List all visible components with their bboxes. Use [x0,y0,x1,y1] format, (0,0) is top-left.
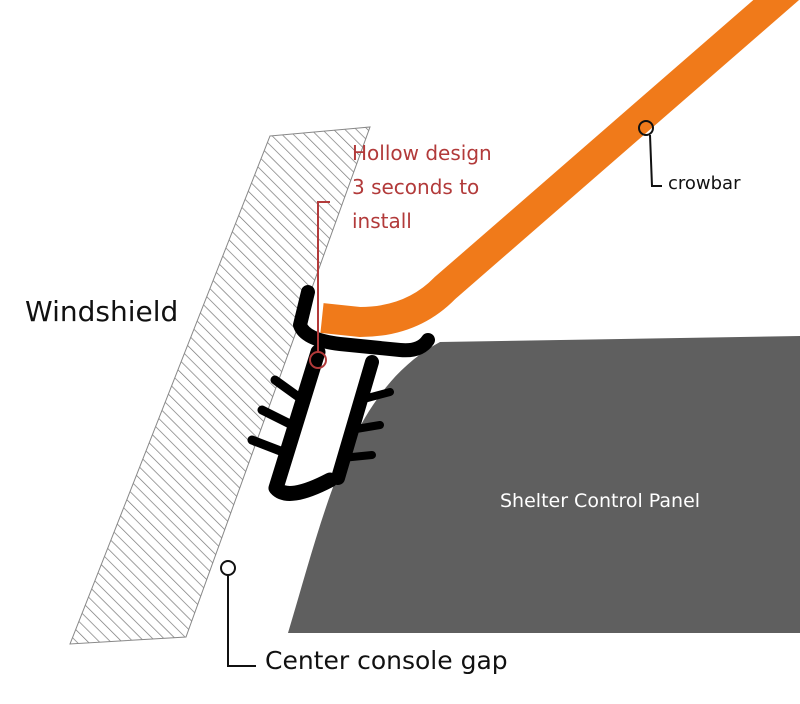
control-panel-shape [288,336,800,633]
crowbar-shape [320,0,800,337]
gap-label: Center console gap [265,646,508,675]
seal-shape [247,285,435,501]
windshield-label: Windshield [25,295,179,328]
crowbar-label: crowbar [668,173,741,194]
hollow-design-pointer [309,201,330,369]
panel-label: Shelter Control Panel [500,490,701,512]
hollow-design-label-2: 3 seconds to [352,175,480,199]
crowbar-pointer [638,120,662,187]
gap-pointer [220,560,256,667]
hollow-design-label-1: Hollow design [352,141,492,165]
hollow-design-label-3: install [352,209,412,233]
windshield-shape [69,126,371,645]
